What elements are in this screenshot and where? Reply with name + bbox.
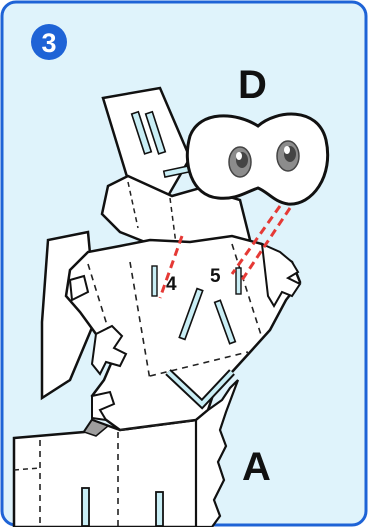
label-a: A bbox=[242, 445, 271, 489]
step-number: 3 bbox=[41, 28, 56, 58]
base-piece bbox=[14, 420, 212, 527]
label-4: 4 bbox=[166, 274, 177, 295]
label-d: D bbox=[238, 63, 267, 107]
label-5: 5 bbox=[210, 266, 221, 287]
step-badge: 3 bbox=[31, 24, 67, 60]
